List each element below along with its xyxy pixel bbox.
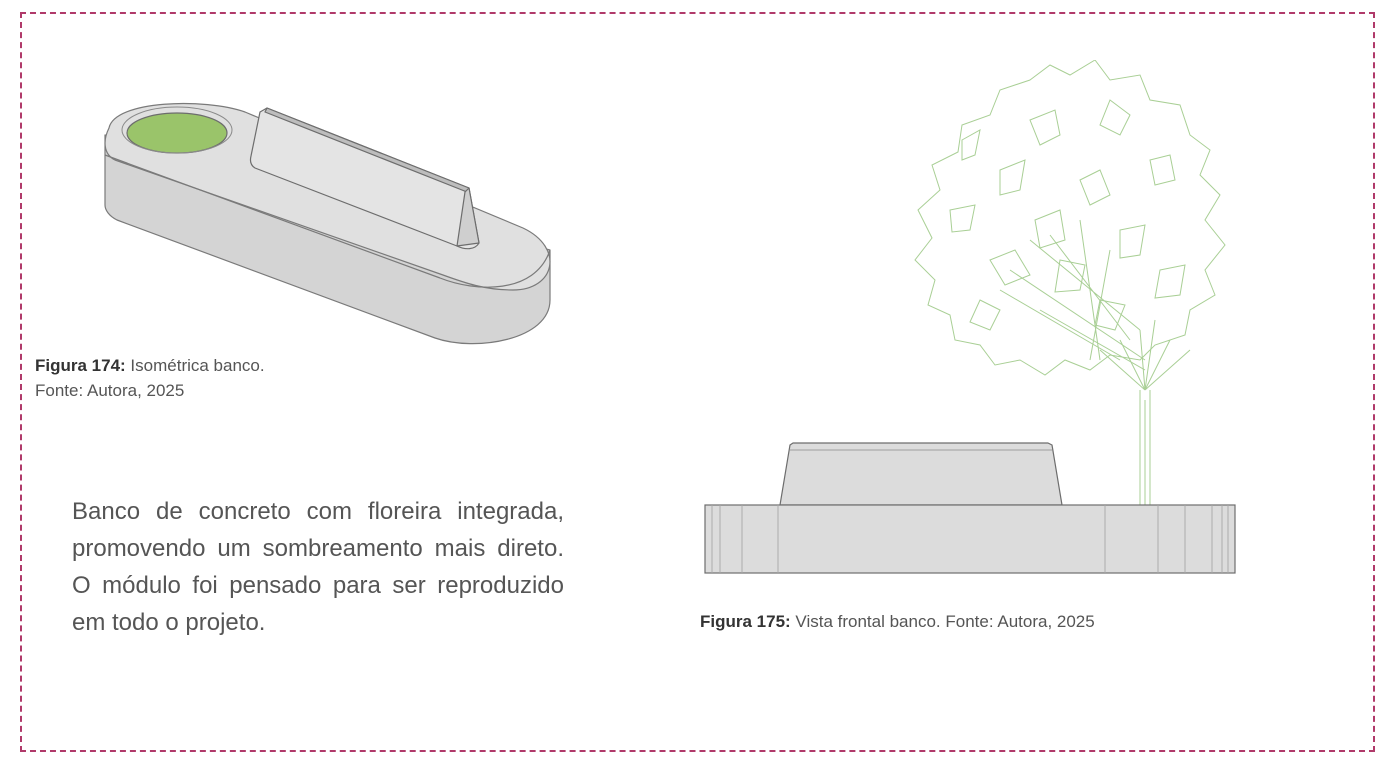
planter-soil: [126, 112, 228, 154]
figure-175-caption: Figura 175: Vista frontal banco. Fonte: …: [700, 609, 1300, 634]
figure-174-source: Fonte: Autora, 2025: [35, 381, 185, 400]
figure-174-label: Figura 174:: [35, 356, 126, 375]
figure-174-caption: Figura 174: Isométrica banco. Fonte: Aut…: [35, 353, 435, 403]
isometric-bench-illustration: [104, 102, 551, 345]
front-view-illustration: [704, 60, 1236, 574]
dashed-frame: [20, 12, 1375, 752]
tree-drawing: [914, 60, 1226, 505]
figure-175-text: Vista frontal banco. Fonte: Autora, 2025: [790, 612, 1095, 631]
description-paragraph: Banco de concreto com floreira integrada…: [72, 498, 564, 636]
figure-175-label: Figura 175:: [700, 612, 791, 631]
figure-174-text: Isométrica banco.: [125, 356, 265, 375]
